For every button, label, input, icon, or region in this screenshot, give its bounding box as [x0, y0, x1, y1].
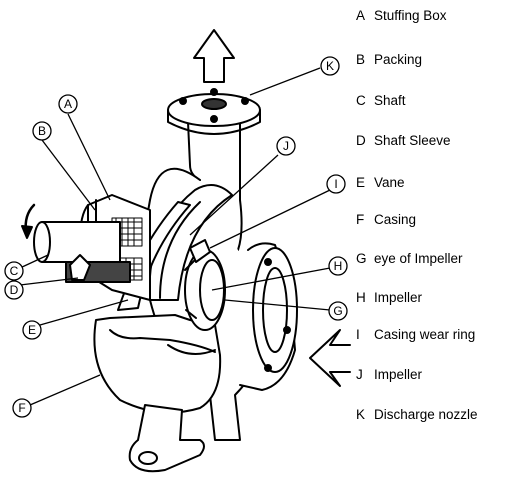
shaft: [33, 221, 121, 263]
callout-b: B: [32, 121, 52, 141]
callout-i: I: [326, 174, 346, 194]
svg-text:I: I: [334, 177, 337, 191]
callout-k: K: [320, 56, 340, 76]
svg-text:C: C: [10, 264, 19, 278]
svg-text:F: F: [18, 401, 25, 415]
suction-flow-arrow: [309, 329, 351, 387]
callout-a: A: [58, 94, 78, 114]
callout-h: H: [328, 256, 348, 276]
suction-flange: [239, 242, 298, 391]
callout-c: C: [4, 261, 24, 281]
discharge-flow-arrow: [193, 29, 235, 83]
casing-wear-ring: [189, 239, 211, 263]
callout-e: E: [22, 320, 42, 340]
impeller-eye: [184, 249, 226, 331]
svg-text:B: B: [38, 124, 46, 138]
callout-g: G: [328, 301, 348, 321]
pump-cutaway-diagram: A B C D E F G H: [4, 29, 351, 473]
svg-text:K: K: [326, 59, 334, 73]
svg-text:E: E: [28, 323, 36, 337]
discharge-flange: [167, 88, 261, 135]
callout-j: J: [276, 136, 296, 156]
callout-f: F: [12, 398, 32, 418]
svg-text:H: H: [334, 259, 343, 273]
svg-text:D: D: [10, 283, 19, 297]
svg-text:G: G: [333, 304, 342, 318]
callout-d: D: [4, 280, 24, 300]
svg-text:J: J: [283, 139, 289, 153]
svg-text:A: A: [64, 97, 72, 111]
